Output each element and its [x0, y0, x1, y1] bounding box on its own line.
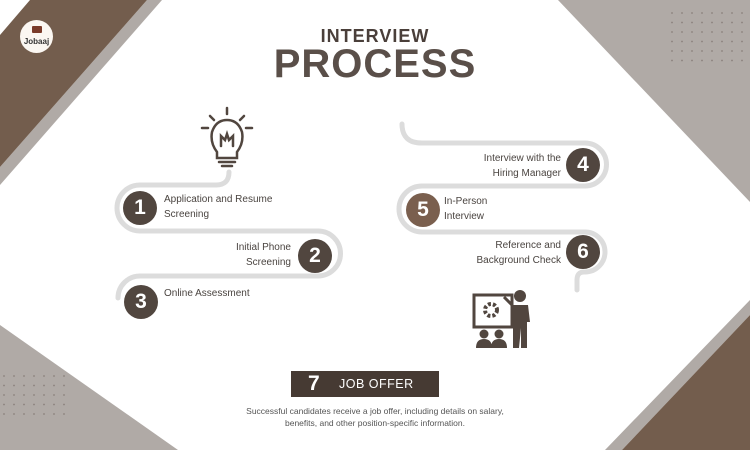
- job-offer-description: Successful candidates receive a job offe…: [246, 406, 504, 428]
- logo: Jobaaj: [20, 20, 53, 53]
- step-6-number: 6: [566, 235, 600, 269]
- presentation-icon: [472, 290, 530, 348]
- lightbulb-icon: [200, 106, 254, 168]
- step-5-number: 5: [406, 193, 440, 227]
- path-left: [114, 169, 343, 301]
- step-3-number: 3: [124, 285, 158, 319]
- step-4-number: 4: [566, 148, 600, 182]
- step-1-number: 1: [123, 191, 157, 225]
- dot-grid-bottom-left: [3, 375, 65, 415]
- title-line2: PROCESS: [273, 42, 477, 86]
- briefcase-icon: [32, 26, 42, 33]
- path-right: [396, 121, 609, 293]
- step-3-label: Online Assessment: [164, 288, 250, 299]
- dot-grid-top-right: [671, 12, 743, 62]
- step-2-number: 2: [298, 239, 332, 273]
- title-line1: INTERVIEW: [320, 26, 430, 46]
